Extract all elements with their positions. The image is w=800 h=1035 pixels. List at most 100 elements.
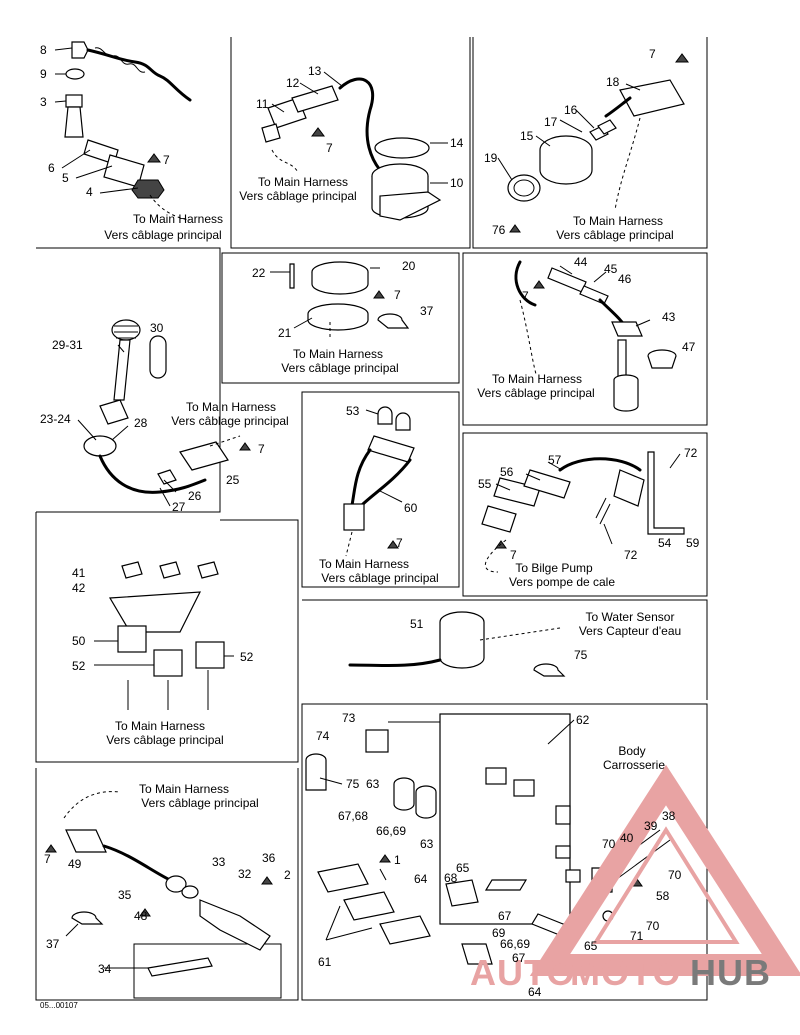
panel-frame-cable-subbox [133, 943, 282, 999]
part-30-bulb [149, 335, 167, 379]
label-66-69: 66,69 [376, 824, 406, 838]
label-7-c: 7 [649, 47, 656, 61]
starter-wire [102, 844, 172, 882]
label-47: 47 [682, 340, 696, 354]
gauge-assembly [270, 261, 410, 338]
label-58: 58 [656, 889, 670, 903]
label-7-g: 7 [396, 536, 403, 550]
caption-vers-cablage-c: Vers câblage principal [556, 228, 673, 242]
label-60: 60 [404, 501, 418, 515]
caption-to-main-harness-b: To Main Harness [258, 175, 348, 189]
part-41-cap-b [159, 561, 181, 579]
label-57: 57 [548, 453, 562, 467]
part-67-relay [393, 777, 415, 811]
caption-vers-pompe: Vers pompe de cale [509, 575, 615, 589]
label-42: 42 [72, 581, 86, 595]
part-9-washer [65, 68, 85, 80]
caption-body: Body [618, 744, 645, 758]
label-30: 30 [150, 321, 164, 335]
label-45: 45 [604, 262, 618, 276]
part-41-cap-c [197, 561, 219, 579]
label-16: 16 [564, 103, 578, 117]
label-7-e: 7 [394, 288, 401, 302]
part-56-switch [523, 469, 571, 499]
part-64-connector-b [461, 943, 493, 965]
label-67-b: 67 [512, 951, 526, 965]
label-72-a: 72 [684, 446, 698, 460]
part-7-nut-f [533, 280, 545, 289]
panel-frame-bilge-switch [230, 37, 471, 249]
caption-vers-cablage-d: Vers câblage principal [171, 414, 288, 428]
part-50-relay [117, 625, 147, 653]
watermark-triangle [529, 764, 800, 976]
part-1-nut [379, 854, 391, 863]
sender-rod [617, 339, 627, 381]
label-74: 74 [316, 729, 330, 743]
label-1: 1 [394, 853, 401, 867]
harness-arrow-f [519, 299, 537, 375]
label-20: 20 [402, 259, 416, 273]
light-socket-assembly [497, 53, 689, 233]
part-49-connector [65, 829, 107, 853]
label-33: 33 [212, 855, 226, 869]
caption-vers-cablage-f: Vers câblage principal [477, 386, 594, 400]
label-44: 44 [574, 255, 588, 269]
harness-arrow-k [63, 791, 121, 819]
part-3-nut [65, 94, 83, 108]
part-65-fuse [484, 879, 528, 891]
caption-to-main-harness-e: To Main Harness [293, 347, 383, 361]
label-7-a: 7 [163, 153, 170, 167]
module-socket-d [555, 845, 571, 859]
indicator-wire-b [360, 458, 412, 507]
part-51-sensor [439, 611, 485, 669]
label-4: 4 [86, 185, 93, 199]
label-28: 28 [134, 416, 148, 430]
part-48-nut [139, 908, 151, 917]
part-20-body [311, 272, 369, 295]
label-64-a: 64 [414, 872, 428, 886]
indicator-wire-a [350, 448, 372, 507]
part-11-base [261, 123, 281, 143]
label-29-31: 29-31 [52, 338, 83, 352]
harness-arrow-g [345, 531, 353, 557]
label-46: 46 [618, 272, 632, 286]
part-37-clip-k [71, 911, 104, 925]
panel-frame-relays [35, 512, 299, 763]
part-72-screws [595, 497, 611, 525]
watermark-triangle-inner [592, 826, 740, 944]
module-socket-b [513, 779, 535, 797]
caption-carrosserie: Carrosserie [603, 758, 665, 772]
indicator-holder [367, 435, 415, 463]
label-41: 41 [72, 566, 86, 580]
caption-to-main-harness-c: To Main Harness [573, 214, 663, 228]
part-44-connector [547, 267, 587, 293]
label-73: 73 [342, 711, 356, 725]
module-socket-a [485, 767, 507, 785]
part-25-connector [179, 441, 229, 471]
part-7-nut-k [45, 844, 57, 853]
bilge-pump-assembly [481, 451, 685, 573]
sender-float [613, 374, 639, 412]
part-74-clip [305, 753, 327, 791]
caption-vers-cablage-a: Vers câblage principal [104, 228, 221, 242]
label-3: 3 [40, 95, 47, 109]
relay-bracket [108, 591, 202, 633]
label-65-a: 65 [456, 861, 470, 875]
label-52-a: 52 [72, 659, 86, 673]
label-13: 13 [308, 64, 322, 78]
caption-vers-capteur: Vers Capteur d'eau [579, 624, 681, 638]
caption-to-main-harness-d: To Main Harness [186, 400, 276, 414]
watermark-auto: AUTO [470, 952, 575, 993]
panel-frame-light-socket [472, 37, 708, 249]
part-37-clip-e [377, 313, 410, 329]
part-7-nut-e [373, 290, 385, 299]
label-54: 54 [658, 536, 672, 550]
label-6: 6 [48, 161, 55, 175]
label-67-68: 67,68 [338, 809, 368, 823]
part-7-nut-b [311, 127, 325, 137]
module-socket-e [565, 869, 581, 883]
label-70-b: 70 [668, 868, 682, 882]
panel-frame-indicators [301, 391, 460, 588]
part-66-relay [415, 785, 437, 819]
bilge-switch-assembly [261, 71, 448, 221]
